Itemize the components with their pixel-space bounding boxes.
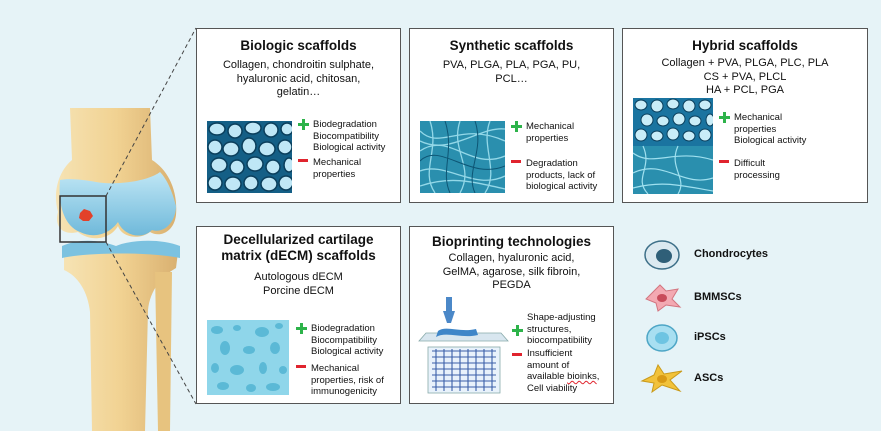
ipsc-icon [646, 324, 678, 352]
cons-text-bioinks: bioinks [567, 371, 597, 382]
porous-scaffold-image [207, 121, 292, 193]
panel-materials: PVA, PLGA, PLA, PGA, PU, PCL… [442, 59, 581, 85]
zoom-line-top [105, 27, 197, 197]
panel-title: Hybrid scaffolds [692, 38, 798, 53]
minus-icon [296, 365, 306, 368]
plus-icon [511, 121, 522, 132]
meniscus [62, 240, 180, 258]
cons-text-part: Insufficient amount of available [527, 348, 573, 382]
fibrous-scaffold-image [420, 121, 505, 193]
pros-text: Mechanical properties [526, 121, 575, 144]
panel-hybrid: Hybrid scaffolds Collagen + PVA, PLGA, P… [622, 28, 868, 203]
plus-icon [298, 119, 309, 130]
bmmsc-icon [645, 284, 682, 312]
panel-title: Bioprinting technologies [432, 234, 591, 249]
minus-icon [512, 353, 522, 356]
plus-icon [719, 112, 730, 123]
tibia-bone [64, 247, 178, 431]
asc-icon [640, 363, 683, 394]
pros-text: Biodegradation Biocompatibility Biologic… [313, 119, 386, 153]
panel-bioprinting: Bioprinting technologies Collagen, hyalu… [409, 226, 614, 404]
cons-text: Mechanical properties, risk of immunogen… [311, 363, 384, 397]
legend-label: ASCs [694, 372, 724, 384]
plus-icon [512, 325, 523, 336]
pros-text: Mechanical properties Biological activit… [734, 112, 807, 146]
minus-icon [719, 160, 729, 163]
panel-title: Decellularized cartilage matrix (dECM) s… [221, 232, 376, 263]
cons-text: Mechanical properties [313, 157, 362, 180]
panel-title: Synthetic scaffolds [449, 38, 574, 53]
cons-text: Insufficient amount of available bioinks… [527, 348, 599, 394]
legend-label: Chondrocytes [694, 248, 768, 260]
cons-text: Difficult processing [734, 158, 780, 181]
minus-icon [511, 160, 521, 163]
zoom-box [59, 195, 107, 243]
cell-legend: Chondrocytes BMMSCs iPSCs ASCs [630, 226, 870, 404]
cons-text: Degradation products, lack of biological… [526, 158, 598, 192]
hybrid-scaffold-image [633, 98, 713, 194]
legend-label: BMMSCs [694, 291, 742, 303]
chondrocyte-icon [644, 240, 680, 270]
panel-materials: Collagen, chondroitin sulphate, hyaluron… [222, 59, 375, 98]
panel-materials: Autologous dECM Porcine dECM [254, 271, 343, 297]
red-cell-icon [79, 209, 93, 221]
pros-text: Shape-adjusting structures, biocompatibi… [527, 312, 596, 346]
panel-decm: Decellularized cartilage matrix (dECM) s… [196, 226, 401, 404]
plus-icon [296, 323, 307, 334]
panel-biologic: Biologic scaffolds Collagen, chondroitin… [196, 28, 401, 203]
panel-title: Biologic scaffolds [240, 38, 357, 53]
bioprinter-image [416, 297, 511, 397]
zoom-line-bottom [105, 241, 197, 405]
fibula-bone [155, 272, 172, 431]
legend-label: iPSCs [694, 331, 726, 343]
pros-text: Biodegradation Biocompatibility Biologic… [311, 323, 384, 357]
panel-materials: Collagen + PVA, PLGA, PLC, PLA CS + PVA,… [661, 57, 829, 96]
panel-materials: Collagen, hyaluronic acid, GelMA, agaros… [442, 252, 581, 291]
panel-synthetic: Synthetic scaffolds PVA, PLGA, PLA, PGA,… [409, 28, 614, 203]
decm-scaffold-image [207, 320, 289, 395]
cons-text-part: , Cell viability [527, 371, 600, 394]
minus-icon [298, 159, 308, 162]
